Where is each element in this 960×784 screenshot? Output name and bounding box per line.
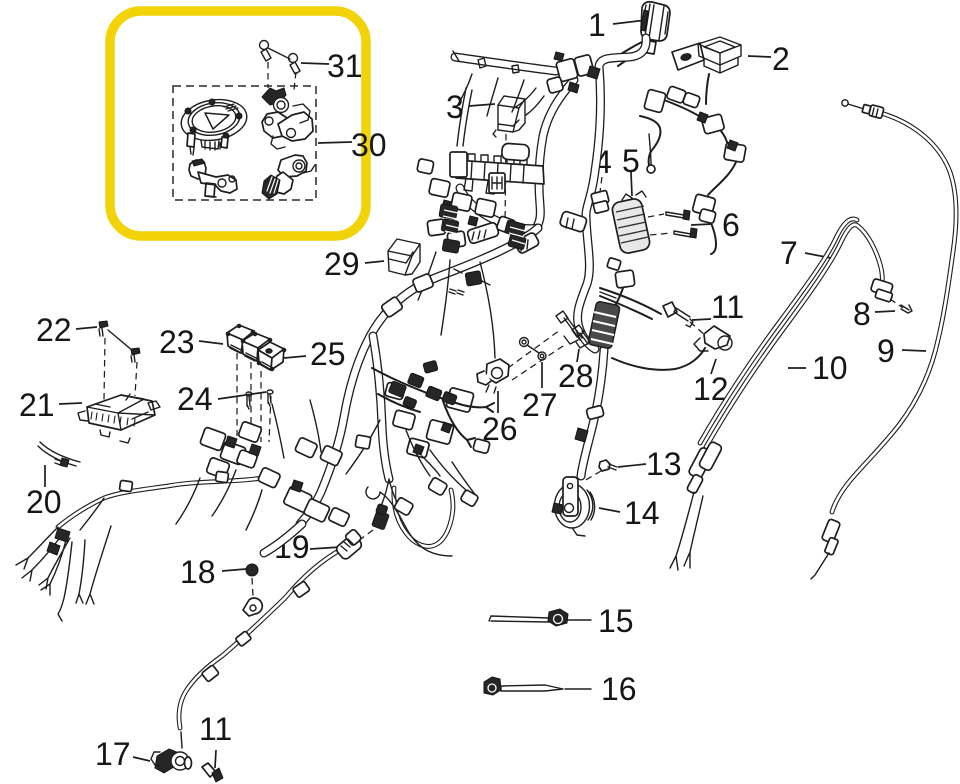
svg-text:14: 14: [624, 495, 660, 531]
svg-text:28: 28: [558, 358, 594, 394]
svg-text:9: 9: [877, 333, 895, 369]
svg-text:8: 8: [853, 296, 871, 332]
svg-text:27: 27: [522, 387, 558, 423]
svg-text:11: 11: [199, 711, 232, 747]
svg-text:13: 13: [646, 446, 682, 482]
svg-text:22: 22: [36, 312, 72, 348]
svg-text:30: 30: [351, 127, 387, 163]
svg-text:5: 5: [622, 143, 640, 179]
svg-text:15: 15: [598, 603, 634, 639]
svg-text:2: 2: [772, 41, 790, 77]
svg-text:25: 25: [310, 336, 346, 372]
svg-text:17: 17: [95, 736, 131, 772]
svg-text:24: 24: [177, 381, 213, 417]
svg-text:29: 29: [324, 246, 360, 282]
svg-text:23: 23: [159, 324, 195, 360]
svg-text:16: 16: [601, 671, 637, 707]
svg-text:3: 3: [446, 89, 464, 125]
svg-text:6: 6: [722, 207, 740, 243]
svg-text:10: 10: [812, 350, 848, 386]
svg-text:1: 1: [588, 7, 606, 43]
svg-text:21: 21: [19, 387, 55, 423]
svg-text:20: 20: [26, 484, 62, 520]
svg-text:18: 18: [180, 554, 216, 590]
svg-text:31: 31: [327, 48, 363, 84]
svg-text:7: 7: [780, 235, 798, 271]
svg-text:11: 11: [711, 289, 744, 325]
